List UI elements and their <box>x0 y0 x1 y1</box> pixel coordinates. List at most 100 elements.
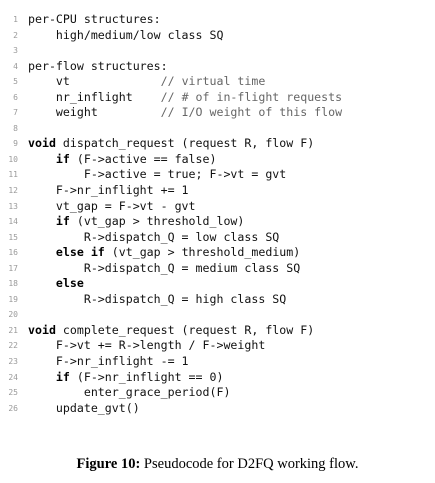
code-line: 7 weight // I/O weight of this flow <box>0 105 435 121</box>
line-number: 14 <box>8 217 18 227</box>
code-line: 20 <box>0 307 435 323</box>
line-number: 7 <box>13 108 18 118</box>
code-text: R->dispatch_Q = low class SQ <box>28 230 279 246</box>
line-number: 21 <box>8 325 18 335</box>
code-token: vt_gap = F->vt - gvt <box>28 198 196 213</box>
code-text: vt_gap = F->vt - gvt <box>28 199 196 215</box>
line-number: 17 <box>8 263 18 273</box>
line-number: 12 <box>8 186 18 196</box>
code-token <box>28 214 56 228</box>
code-line: 4 per-flow structures: <box>0 59 435 75</box>
code-token: vt <box>28 74 161 89</box>
code-text: per-flow structures: <box>28 59 168 75</box>
line-number: 9 <box>13 139 18 149</box>
code-comment: // # of in-flight requests <box>160 89 343 104</box>
line-number: 16 <box>8 248 18 258</box>
line-number: 22 <box>8 341 18 351</box>
code-token <box>28 370 56 384</box>
line-number: 8 <box>13 123 18 133</box>
keyword: if <box>55 151 70 166</box>
code-text: if (F->active == false) <box>28 151 217 168</box>
code-token: high/medium/low class SQ <box>28 27 224 42</box>
figure-label: Figure 10: <box>76 456 141 472</box>
keyword: void <box>28 136 56 151</box>
code-text: else if (vt_gap > threshold_medium) <box>28 245 300 261</box>
code-text: per-CPU structures: <box>28 12 161 28</box>
line-number: 10 <box>8 154 18 164</box>
code-line: 15 R->dispatch_Q = low class SQ <box>0 230 435 246</box>
code-comment: // virtual time <box>160 74 266 89</box>
code-token: F->nr_inflight += 1 <box>28 183 189 198</box>
code-line: 14 if (vt_gap > threshold_low) <box>0 214 435 230</box>
line-number: 23 <box>8 357 18 367</box>
code-token: weight <box>28 105 161 120</box>
code-line: 25 enter_grace_period(F) <box>0 385 435 401</box>
code-line: 22 F->vt += R->length / F->weight <box>0 338 435 354</box>
code-line: 3 <box>0 43 435 59</box>
code-line: 2 high/medium/low class SQ <box>0 28 435 44</box>
code-line: 18 else <box>0 276 435 292</box>
line-number: 18 <box>8 279 18 289</box>
code-text: F->active = true; F->vt = gvt <box>28 167 286 183</box>
line-number: 25 <box>8 388 18 398</box>
code-line: 24 if (F->nr_inflight == 0) <box>0 370 435 386</box>
code-token: (vt_gap > threshold_medium) <box>104 245 301 260</box>
line-number: 19 <box>8 294 18 304</box>
code-line: 10 if (F->active == false) <box>0 152 435 168</box>
line-number: 26 <box>8 403 18 413</box>
code-text: if (vt_gap > threshold_low) <box>28 214 244 230</box>
code-token: (vt_gap > threshold_low) <box>69 214 245 229</box>
code-line: 16 else if (vt_gap > threshold_medium) <box>0 245 435 261</box>
code-comment: // I/O weight of this flow <box>160 105 343 120</box>
code-token: (F->active == false) <box>69 151 217 166</box>
code-text: nr_inflight // # of in-flight requests <box>28 90 342 106</box>
code-text: if (F->nr_inflight == 0) <box>28 369 224 386</box>
code-text: F->nr_inflight += 1 <box>28 183 189 199</box>
code-token: R->dispatch_Q = low class SQ <box>28 229 280 244</box>
keyword: if <box>55 369 70 384</box>
code-line: 26 update_gvt() <box>0 401 435 417</box>
line-number: 1 <box>13 15 18 24</box>
figure-caption: Figure 10: Pseudocode for D2FQ working f… <box>0 456 435 473</box>
line-number: 2 <box>13 30 18 40</box>
figure-caption-text: Pseudocode for D2FQ working flow. <box>140 456 359 472</box>
keyword: else if <box>55 245 105 260</box>
code-text: vt // virtual time <box>28 74 265 90</box>
code-line: 12 F->nr_inflight += 1 <box>0 183 435 199</box>
code-token: (F->nr_inflight == 0) <box>69 369 224 384</box>
code-text: void dispatch_request (request R, flow F… <box>28 136 314 152</box>
line-number: 24 <box>8 372 18 382</box>
keyword: else <box>55 276 84 291</box>
code-token: per-flow structures: <box>28 58 168 73</box>
code-text: else <box>28 276 84 292</box>
code-text: F->nr_inflight -= 1 <box>28 354 189 370</box>
code-line: 9 void dispatch_request (request R, flow … <box>0 136 435 152</box>
line-number: 15 <box>8 232 18 242</box>
code-text: R->dispatch_Q = high class SQ <box>28 292 286 308</box>
code-line: 19 R->dispatch_Q = high class SQ <box>0 292 435 308</box>
code-line: 5 vt // virtual time <box>0 74 435 90</box>
code-line: 13 vt_gap = F->vt - gvt <box>0 199 435 215</box>
line-number: 4 <box>13 61 18 71</box>
code-line: 23 F->nr_inflight -= 1 <box>0 354 435 370</box>
keyword: if <box>55 214 70 229</box>
code-token: R->dispatch_Q = high class SQ <box>28 291 287 306</box>
line-number: 3 <box>13 46 18 56</box>
line-number: 5 <box>13 77 18 87</box>
code-text: high/medium/low class SQ <box>28 27 224 44</box>
line-number: 13 <box>8 201 18 211</box>
line-number: 6 <box>13 92 18 102</box>
code-line: 17 R->dispatch_Q = medium class SQ <box>0 261 435 277</box>
code-token <box>28 276 56 290</box>
code-token: dispatch_request (request R, flow F) <box>55 136 315 151</box>
code-token: update_gvt() <box>28 400 140 415</box>
code-text: F->vt += R->length / F->weight <box>28 338 265 354</box>
code-token: F->active = true; F->vt = gvt <box>28 167 287 182</box>
code-token: R->dispatch_Q = medium class SQ <box>28 260 301 275</box>
code-token <box>28 152 56 166</box>
line-number: 20 <box>8 310 18 320</box>
code-token: F->nr_inflight -= 1 <box>28 354 189 369</box>
code-line: 8 <box>0 121 435 137</box>
